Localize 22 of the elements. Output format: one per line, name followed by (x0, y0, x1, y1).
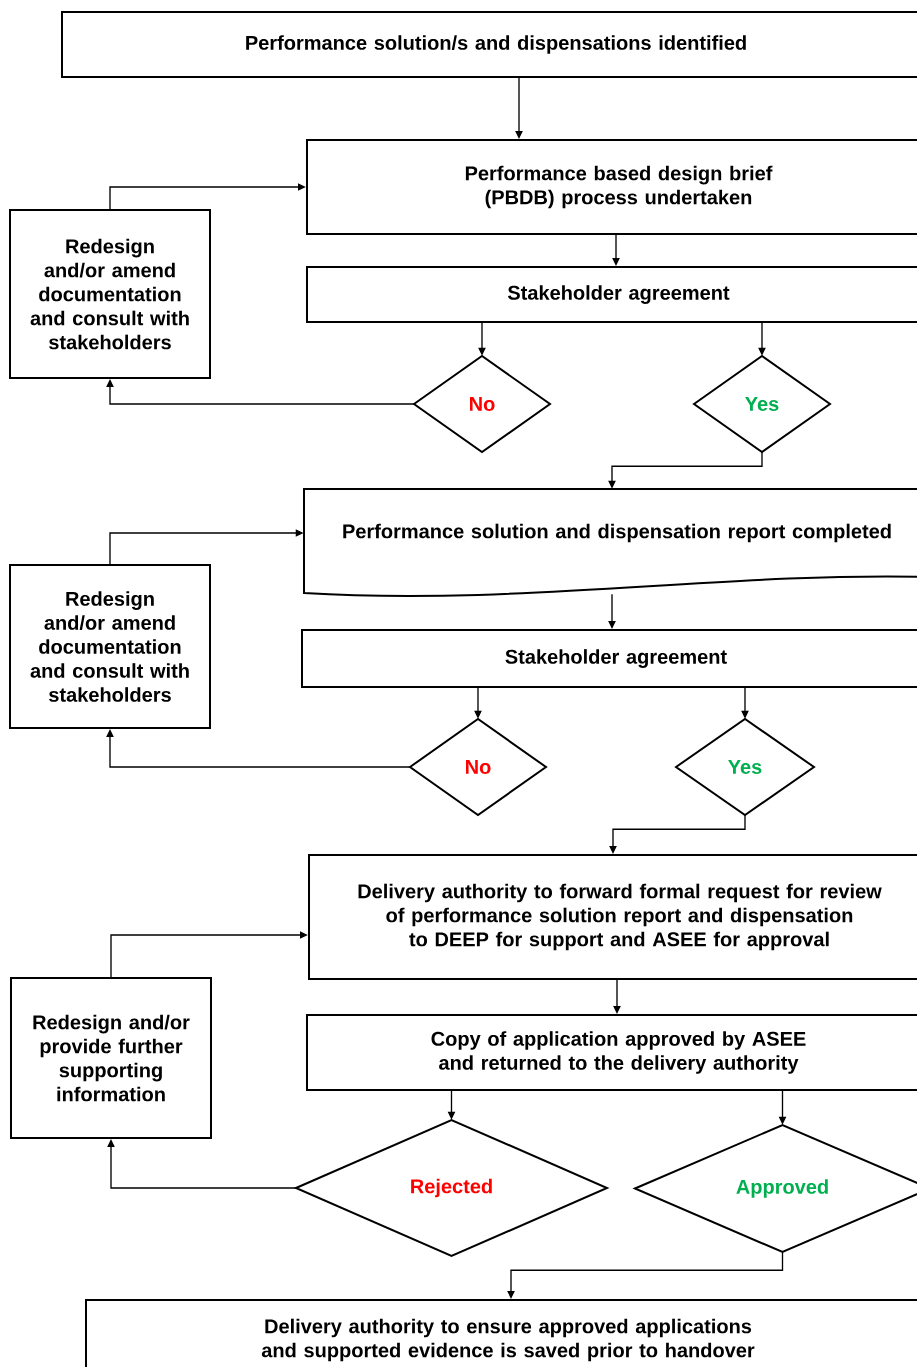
process-box: Delivery authority to ensure approved applications and supported evidence is saved prior to handover (85, 1299, 917, 1367)
arrow (110, 931, 308, 978)
arrow (609, 814, 746, 854)
arrow (109, 183, 306, 210)
arrow (106, 729, 411, 768)
process-box: Copy of application approved by ASEE and returned to the delivery authority (306, 1014, 917, 1091)
process-box: Redesign and/or amend documentation and consult with stakeholders (9, 209, 211, 379)
arrow (515, 77, 523, 139)
arrow (608, 621, 616, 629)
arrow (106, 379, 415, 405)
process-box: Stakeholder agreement (301, 629, 917, 688)
process-box: Stakeholder agreement (306, 266, 917, 323)
arrow (612, 234, 620, 266)
document-box: Performance solution and dispensation report completed (303, 488, 917, 597)
process-box: Redesign and/or provide further supporting information (10, 977, 212, 1139)
process-box: Performance solution/s and dispensations identified (61, 11, 917, 78)
arrow (107, 1139, 297, 1189)
process-box: Performance based design brief (PBDB) process undertaken (306, 139, 917, 235)
arrow (507, 1251, 784, 1299)
arrow (613, 979, 621, 1014)
process-box: Delivery authority to forward formal request for review of performance solution report and dispensation to DEEP for support and ASEE for approval (308, 854, 917, 980)
process-box: Redesign and/or amend documentation and consult with stakeholders (9, 564, 211, 729)
